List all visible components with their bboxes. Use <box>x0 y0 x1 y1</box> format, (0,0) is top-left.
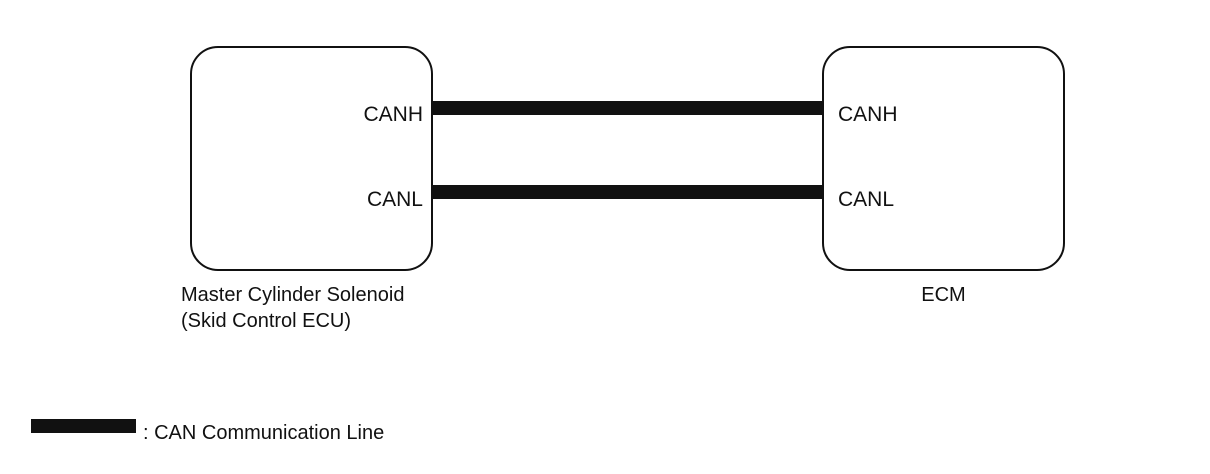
master-cylinder-solenoid-box: CANH CANL <box>190 46 433 271</box>
ecm-box: CANH CANL <box>822 46 1065 271</box>
right-canh-pin-label: CANH <box>838 103 898 126</box>
master-cylinder-solenoid-name: Master Cylinder Solenoid <box>181 284 405 306</box>
legend-can-line-symbol <box>31 419 136 446</box>
left-canl-pin-label: CANL <box>366 188 423 211</box>
canl-communication-line <box>433 185 822 212</box>
right-canl-pin-label: CANL <box>838 188 895 211</box>
master-cylinder-solenoid-label: Master Cylinder Solenoid (Skid Control E… <box>181 282 404 334</box>
left-canh-pin-label: CANH <box>363 103 423 126</box>
legend-text: : CAN Communication Line <box>143 422 385 444</box>
skid-control-ecu-name: (Skid Control ECU) <box>181 310 352 332</box>
canh-communication-line <box>433 101 822 128</box>
ecm-label: ECM <box>921 284 966 306</box>
